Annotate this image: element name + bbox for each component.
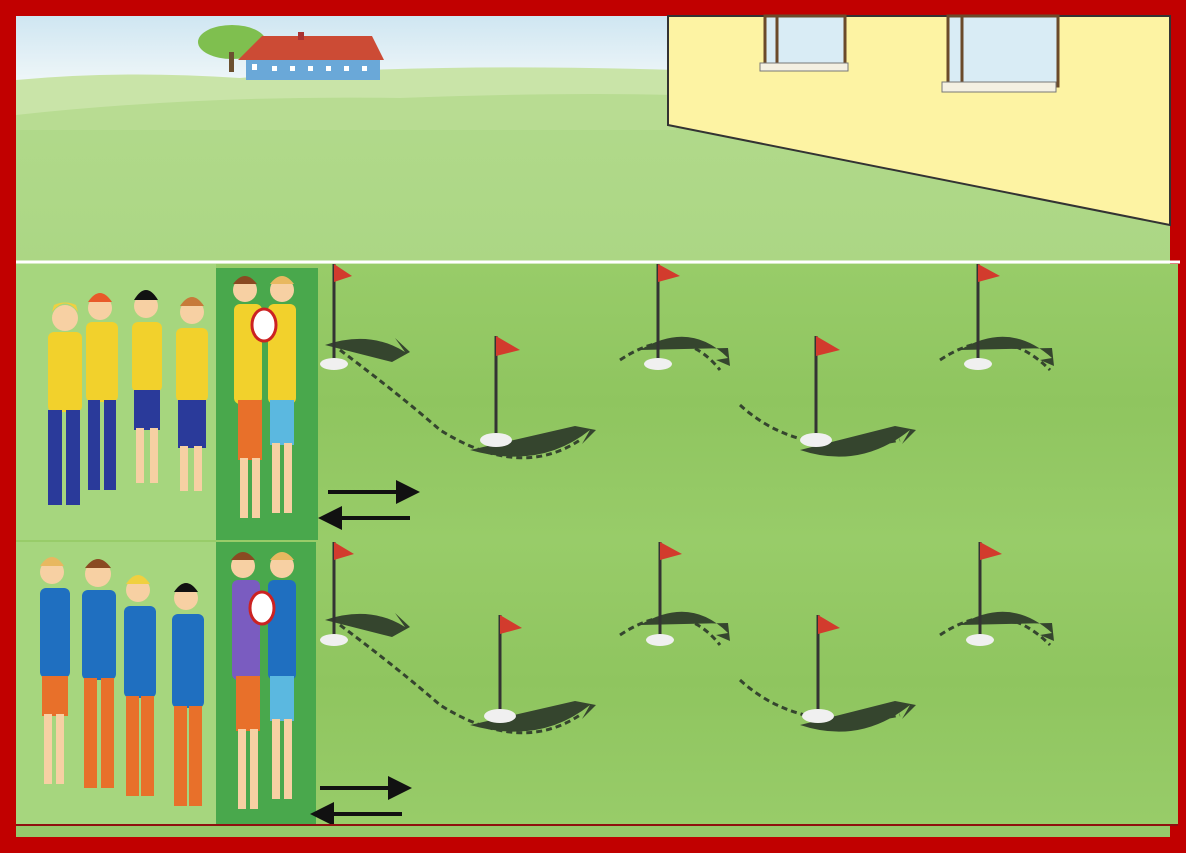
lane-yellow-team	[16, 264, 1178, 540]
lane-blue-team	[16, 540, 1178, 824]
window	[942, 16, 1058, 92]
farmhouse	[238, 32, 384, 80]
start-box	[216, 542, 316, 824]
ball	[250, 592, 274, 624]
window	[760, 16, 848, 71]
ball	[252, 309, 276, 341]
